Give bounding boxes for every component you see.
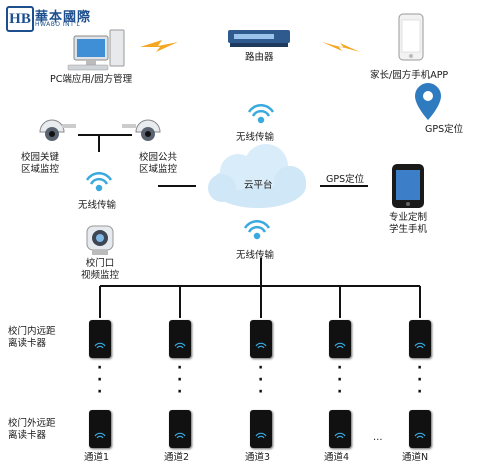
pc-computer-icon	[67, 29, 125, 71]
card-reader-outer-2	[169, 410, 191, 448]
gps-label-mid: GPS定位	[326, 174, 365, 185]
reader-inner-label-line1: 校门内远距	[8, 326, 56, 337]
gate-camera-label-line1: 校门口	[85, 258, 115, 269]
card-reader-inner-4	[329, 320, 351, 358]
parent-app-label: 家长/园方手机APP	[370, 70, 449, 81]
parent-phone-icon	[398, 13, 424, 61]
student-phone-icon	[392, 164, 424, 208]
cam-key-label-line1: 校园关键	[20, 152, 59, 163]
student-phone-label-line1: 专业定制	[388, 212, 427, 223]
router-label: 路由器	[245, 52, 274, 63]
card-reader-outer-1	[89, 410, 111, 448]
wireless-label-left: 无线传输	[78, 200, 117, 211]
router-icon	[228, 30, 290, 47]
vertical-ellipsis-2: ···	[177, 360, 183, 400]
student-phone-label-line2: 学生手机	[388, 224, 427, 235]
cam-key-label-line2: 区域监控	[20, 164, 59, 175]
lightning-bolt-icon-right	[322, 42, 360, 52]
cam-public-label-line2: 区域监控	[138, 164, 177, 175]
dome-camera-icon-key	[39, 119, 76, 141]
card-reader-inner-n	[409, 320, 431, 358]
cam-public-label-line1: 校园公共	[138, 152, 177, 163]
reader-wifi-icon	[414, 342, 426, 349]
wifi-icon-top	[247, 103, 275, 124]
vertical-ellipsis-4: ···	[337, 360, 343, 400]
pc-label: PC端应用/园方管理	[50, 74, 133, 85]
reader-wifi-icon	[255, 432, 267, 439]
reader-outer-label-line1: 校门外远距	[8, 418, 56, 429]
company-name-en: HWABO INT'L	[35, 21, 81, 28]
reader-wifi-icon	[334, 342, 346, 349]
gps-label-top: GPS定位	[425, 124, 464, 135]
reader-outer-label: 校门外远距 离读卡器	[8, 418, 56, 442]
channel-label-1: 通道1	[84, 452, 110, 463]
card-reader-outer-3	[250, 410, 272, 448]
gate-camera-label-line2: 视频监控	[80, 270, 119, 281]
reader-inner-label: 校门内远距 离读卡器	[8, 326, 56, 350]
reader-wifi-icon	[255, 342, 267, 349]
wifi-icon-left	[85, 171, 113, 192]
reader-wifi-icon	[174, 342, 186, 349]
card-reader-inner-3	[250, 320, 272, 358]
wifi-icon-bottom	[243, 219, 271, 240]
wireless-label-top: 无线传输	[236, 132, 275, 143]
gps-pin-icon	[415, 83, 441, 120]
dome-camera-icon-public	[122, 119, 161, 141]
card-reader-inner-1	[89, 320, 111, 358]
reader-wifi-icon	[94, 342, 106, 349]
wireless-label-bottom: 无线传输	[236, 250, 275, 261]
company-name-cn: 華本國際	[35, 10, 92, 25]
gate-camera-icon	[86, 225, 114, 255]
card-reader-inner-2	[169, 320, 191, 358]
card-reader-outer-4	[329, 410, 351, 448]
cam-public-label: 校园公共 区域监控	[130, 152, 186, 176]
reader-wifi-icon	[414, 432, 426, 439]
cam-key-label: 校园关键 区域监控	[12, 152, 68, 176]
channel-label-4: 通道4	[324, 452, 350, 463]
reader-wifi-icon	[174, 432, 186, 439]
vertical-ellipsis-1: ···	[97, 360, 103, 400]
vertical-ellipsis-3: ···	[258, 360, 264, 400]
channel-label-2: 通道2	[164, 452, 190, 463]
reader-outer-label-line2: 离读卡器	[8, 430, 47, 441]
company-logo-mark: HB	[6, 6, 34, 32]
gate-camera-label: 校门口 视频监控	[72, 258, 128, 282]
channel-ellipsis: …	[373, 432, 383, 443]
cloud-label: 云平台	[244, 180, 273, 191]
channel-label-3: 通道3	[245, 452, 271, 463]
reader-inner-label-line2: 离读卡器	[8, 338, 47, 349]
card-reader-outer-n	[409, 410, 431, 448]
reader-wifi-icon	[94, 432, 106, 439]
lightning-bolt-icon-left	[140, 40, 178, 52]
student-phone-label: 专业定制 学生手机	[380, 212, 436, 236]
vertical-ellipsis-n: ···	[417, 360, 423, 400]
channel-label-n: 通道N	[402, 452, 429, 463]
cloud-icon	[208, 144, 306, 208]
reader-wifi-icon	[334, 432, 346, 439]
